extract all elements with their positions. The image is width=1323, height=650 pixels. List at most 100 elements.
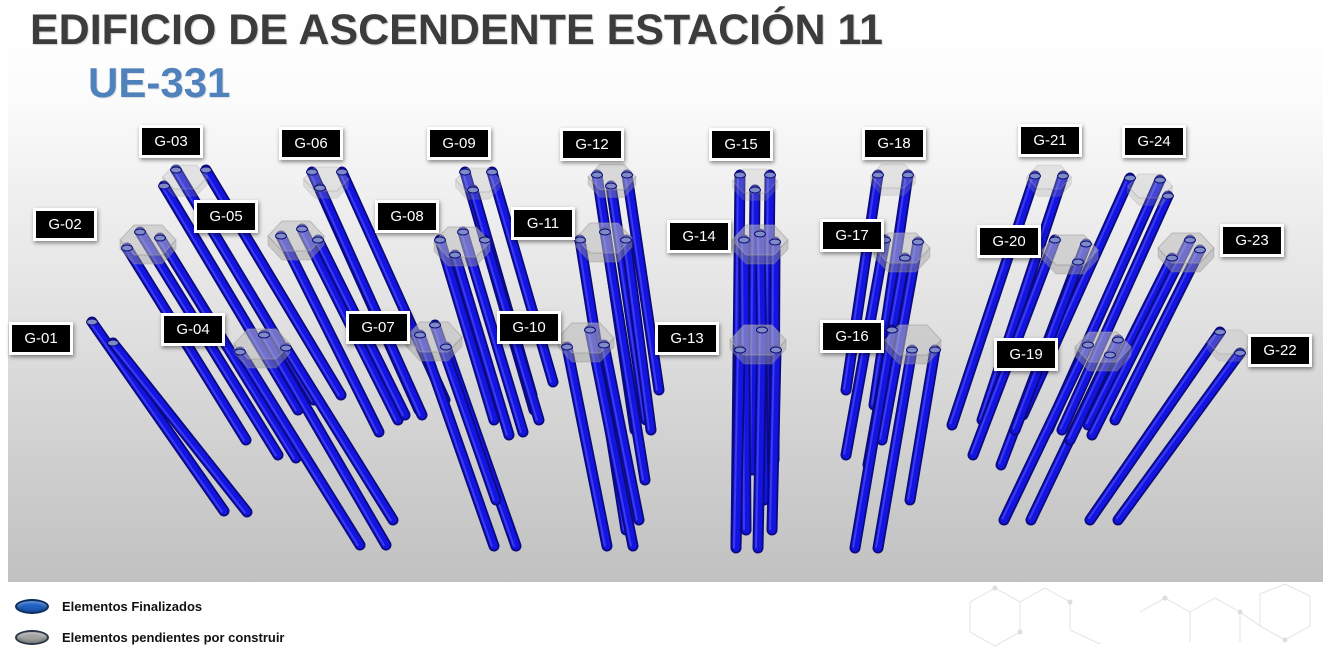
pile-g-17-top bbox=[899, 254, 911, 262]
pending-pile-cap-g-21 bbox=[1025, 164, 1073, 190]
pile-g-18 bbox=[842, 171, 882, 394]
pile-g-04 bbox=[236, 348, 364, 549]
pile-g-10-top bbox=[598, 341, 610, 349]
blue-ellipse-icon bbox=[15, 599, 49, 614]
pending-pile-cap-g-04 bbox=[233, 328, 291, 360]
group-label-g-16: G-16 bbox=[820, 320, 884, 353]
group-label-g-23: G-23 bbox=[1220, 224, 1284, 257]
pile-g-08-highlight bbox=[437, 240, 494, 421]
pile-g-06-top bbox=[336, 168, 348, 176]
pending-pile-cap-g-02 bbox=[119, 224, 177, 256]
pile-g-11-top bbox=[620, 236, 632, 244]
pile-g-09-highlight bbox=[489, 172, 553, 383]
pile-g-03-top bbox=[158, 182, 170, 190]
pile-g-20-top bbox=[1049, 236, 1061, 244]
pile-g-12-top bbox=[591, 171, 603, 179]
legend-label-finished: Elementos Finalizados bbox=[62, 599, 203, 614]
pile-g-14-top bbox=[754, 230, 766, 238]
page-subtitle: UE-331 bbox=[88, 59, 231, 106]
pile-g-02-top bbox=[121, 244, 133, 252]
group-label-g-22: G-22 bbox=[1248, 334, 1312, 367]
pile-g-04 bbox=[260, 331, 390, 549]
pile-g-22-top bbox=[1234, 349, 1246, 357]
pile-g-01-highlight bbox=[110, 343, 247, 514]
pile-g-15-top bbox=[734, 171, 746, 179]
pile-g-22-highlight bbox=[1087, 330, 1220, 520]
pile-g-04 bbox=[282, 344, 397, 524]
pile-g-11-top bbox=[574, 236, 586, 244]
pile-g-05-highlight bbox=[278, 236, 379, 434]
group-label-g-01: G-01 bbox=[9, 322, 73, 355]
pile-g-11-highlight bbox=[623, 240, 651, 431]
pile-g-09-top bbox=[467, 186, 479, 194]
hexagon-pattern-node bbox=[992, 585, 998, 591]
pile-g-19-highlight bbox=[1001, 343, 1088, 520]
pile-g-17-top bbox=[912, 238, 924, 246]
pile-g-08 bbox=[451, 251, 513, 439]
group-label-g-05: G-05 bbox=[194, 200, 258, 233]
pile-g-21-highlight bbox=[979, 175, 1063, 420]
pile-g-04-highlight bbox=[283, 348, 393, 522]
pile-g-05 bbox=[277, 232, 383, 436]
pending-pile-cap-g-14 bbox=[731, 224, 789, 256]
pending-pile-cap-g-18 bbox=[869, 163, 917, 189]
pile-g-10-top bbox=[584, 326, 596, 334]
pile-g-13-top bbox=[734, 346, 746, 354]
pile-g-11-top bbox=[599, 228, 611, 236]
pile-g-23 bbox=[1111, 246, 1204, 424]
hexagon-pattern-decoration bbox=[969, 583, 1311, 647]
pending-pile-cap-g-05 bbox=[267, 220, 325, 252]
pile-g-21-top bbox=[1029, 172, 1041, 180]
pile-g-03-top bbox=[200, 166, 212, 174]
group-label-g-02: G-02 bbox=[33, 208, 97, 241]
pile-g-21-top bbox=[1057, 172, 1069, 180]
pile-g-16-top bbox=[929, 346, 941, 354]
group-label-g-12: G-12 bbox=[560, 128, 624, 161]
pile-g-23-top bbox=[1166, 254, 1178, 262]
hexagon-pattern-node bbox=[1067, 599, 1073, 605]
pile-g-10 bbox=[586, 326, 637, 550]
pile-g-04-highlight bbox=[261, 335, 386, 547]
pile-g-20-top bbox=[1080, 240, 1092, 248]
pile-g-16-top bbox=[886, 326, 898, 334]
pile-g-22 bbox=[1114, 349, 1244, 524]
pending-pile-cap-g-12 bbox=[587, 163, 637, 191]
hexagon-pattern-line bbox=[1139, 597, 1191, 642]
pile-g-08-highlight bbox=[452, 255, 509, 436]
group-label-g-06: G-06 bbox=[279, 127, 343, 160]
pile-g-16-highlight bbox=[907, 349, 935, 500]
pending-pile-cap-g-24-side bbox=[1127, 184, 1173, 206]
legend-label-pending: Elementos pendientes por construir bbox=[62, 630, 285, 645]
pile-g-21 bbox=[978, 172, 1067, 424]
pile-g-06 bbox=[316, 184, 426, 419]
pile-g-13 bbox=[768, 346, 780, 534]
pile-g-16-highlight bbox=[875, 349, 912, 548]
group-label-g-11: G-11 bbox=[511, 207, 575, 240]
pile-g-19-top bbox=[1082, 341, 1094, 349]
pile-g-12 bbox=[623, 171, 663, 394]
pile-g-07 bbox=[431, 321, 500, 504]
pile-g-07-top bbox=[414, 331, 426, 339]
pile-g-03-top bbox=[170, 166, 182, 174]
pile-g-10 bbox=[600, 341, 643, 524]
pile-g-04-top bbox=[258, 331, 270, 339]
pile-g-13-highlight bbox=[755, 329, 762, 548]
pile-g-08-top bbox=[457, 228, 469, 236]
pending-pile-cap-g-21-side bbox=[1026, 175, 1072, 197]
pile-g-06-highlight bbox=[317, 188, 422, 417]
pile-g-06-top bbox=[306, 168, 318, 176]
group-label-g-10: G-10 bbox=[497, 311, 561, 344]
pile-g-23 bbox=[1088, 236, 1194, 439]
hexagon-pattern-node bbox=[1162, 595, 1168, 601]
pending-pile-cap-g-16 bbox=[884, 324, 942, 356]
pile-g-18-highlight bbox=[843, 174, 878, 390]
pile-g-07-highlight bbox=[432, 325, 496, 501]
hexagon-pattern-line bbox=[969, 587, 1021, 647]
pile-g-06-top bbox=[314, 184, 326, 192]
pile-g-01 bbox=[109, 339, 251, 516]
pile-g-04-top bbox=[234, 348, 246, 356]
pile-g-15-top bbox=[764, 171, 776, 179]
pending-pile-cap-g-18-side bbox=[870, 174, 916, 196]
hexagon-pattern-node bbox=[1282, 637, 1288, 643]
pile-g-22 bbox=[1086, 328, 1224, 524]
